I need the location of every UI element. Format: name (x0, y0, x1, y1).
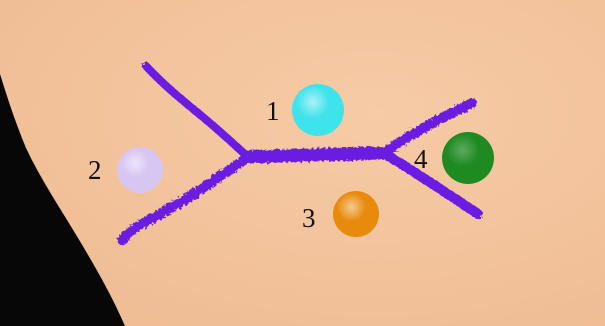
marker-3-shine (333, 191, 379, 237)
marker-2-label: 2 (88, 155, 102, 185)
marker-4-label: 4 (414, 144, 428, 174)
marker-2-shine (117, 147, 163, 193)
marker-3-label: 3 (302, 203, 316, 233)
marker-1-shine (292, 84, 344, 136)
marker-4-shine (442, 132, 494, 184)
marker-1-label: 1 (266, 96, 280, 126)
vessel-trunk (247, 153, 385, 157)
